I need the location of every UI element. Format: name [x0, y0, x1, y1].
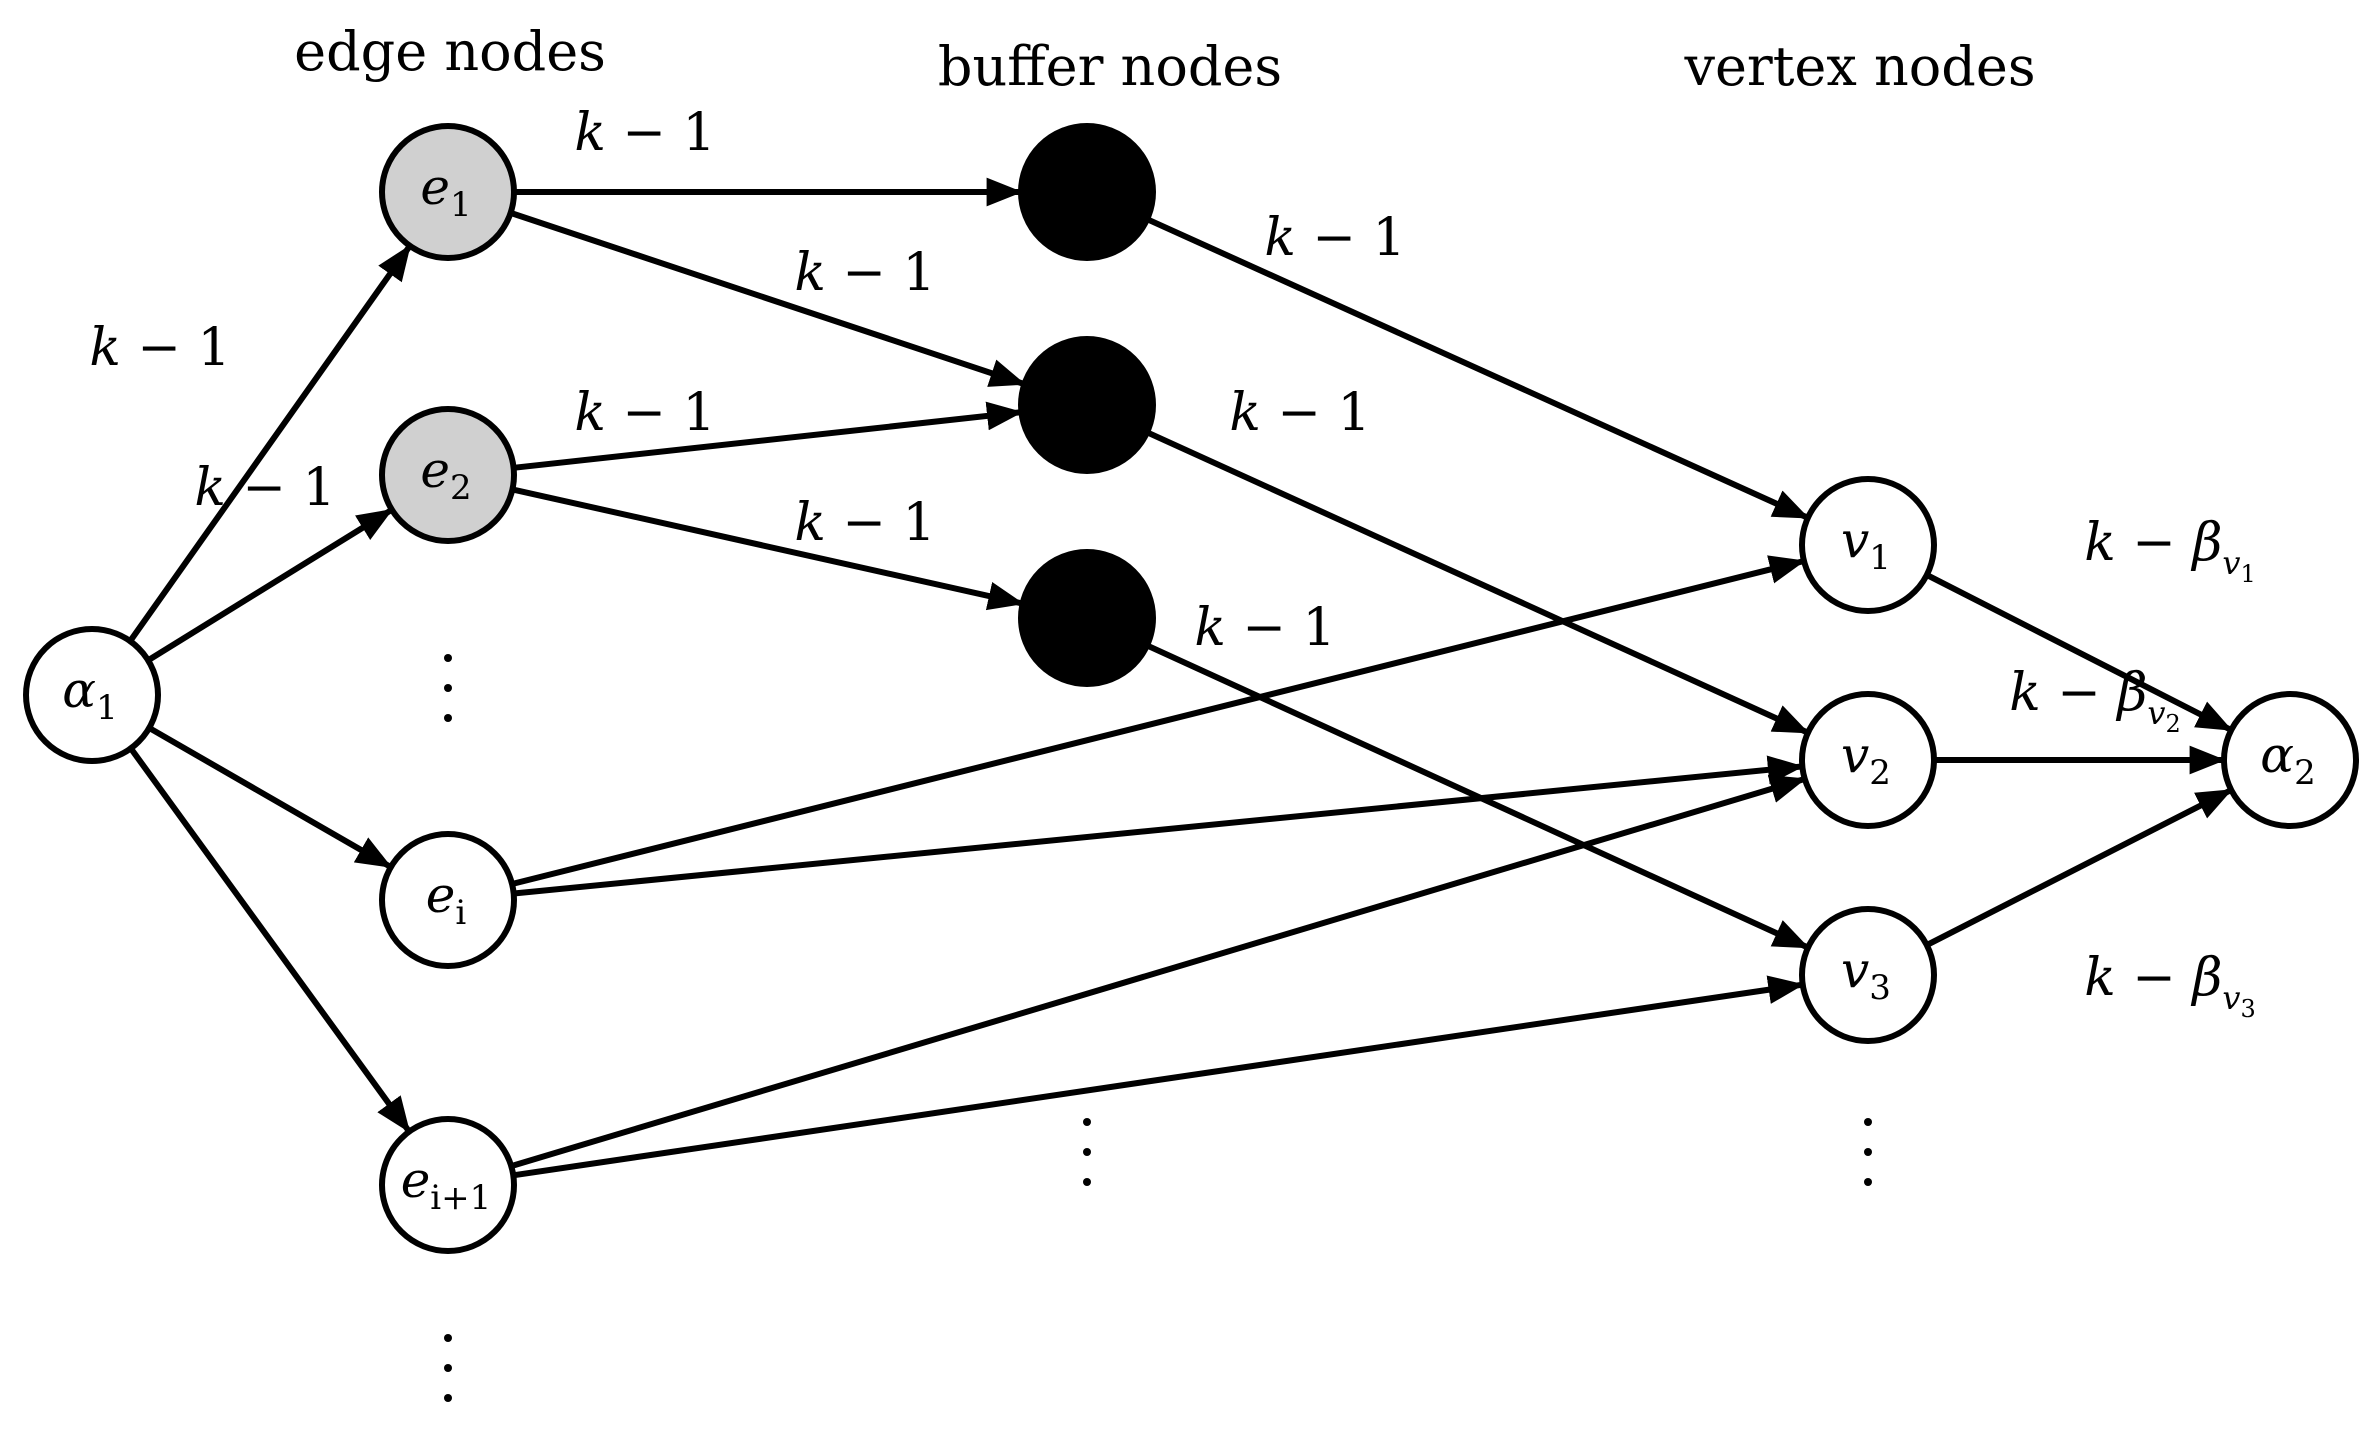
vertex-nodes-ellipsis: [1864, 1118, 1872, 1186]
edge-alpha1-to-ei: [147, 725, 393, 869]
node-e2-label: e2: [420, 441, 471, 508]
edge-label-e2-to-b3: k − 1: [794, 493, 935, 553]
edge-label-b1-to-v1: k − 1: [1264, 208, 1405, 268]
edge-label-v1-to-alpha2: k − βv1: [2084, 513, 2256, 588]
edge-label-v2-to-alpha2: k − βv2: [2009, 663, 2181, 738]
edge-label-e2-to-b2: k − 1: [574, 383, 715, 443]
node-ei-label: ei: [426, 866, 467, 933]
edge-label-b3-to-v3: k − 1: [1194, 598, 1335, 658]
edge-e2-to-b3: [511, 486, 1025, 611]
vertex-nodes-header: vertex nodes: [1683, 35, 2035, 98]
node-alpha1: α1: [23, 626, 161, 764]
edge-v3-to-alpha2: [1925, 788, 2233, 948]
node-v2: v2: [1799, 691, 1937, 829]
edge-ei-to-v1: [511, 555, 1806, 887]
edge-labels-layer: k − 1 k − 1 k − 1 k − 1 k − 1 k − 1 k − 1 k − 1…: [89, 103, 2255, 1023]
node-v1-circle: [1799, 476, 1937, 614]
edge-ei-to-v2: [513, 755, 1804, 897]
node-e2: e2: [379, 406, 517, 544]
edge-b2-to-v2: [1145, 429, 1810, 735]
node-b1: [1018, 123, 1156, 261]
edge-e1-to-b2: [509, 210, 1026, 387]
edge-alpha1-to-ei1: [128, 746, 411, 1133]
node-v3-circle: [1799, 906, 1937, 1044]
edge-label-b2-to-v2: k − 1: [1229, 383, 1370, 443]
node-v1: v1: [1799, 476, 1937, 614]
edge-nodes-ellipsis-upper: [444, 654, 452, 722]
edge-label-alpha1-to-e1: k − 1: [89, 318, 230, 378]
node-v3: v3: [1799, 906, 1937, 1044]
node-e1-label: e1: [420, 158, 471, 225]
node-b2: [1018, 336, 1156, 474]
edge-e2-to-b2: [513, 401, 1023, 471]
edge-label-e1-to-b2: k − 1: [794, 243, 935, 303]
node-alpha2: α2: [2221, 691, 2359, 829]
node-v2-circle: [1799, 691, 1937, 829]
node-ei-circle: [379, 831, 517, 969]
edges-layer: [127, 177, 2233, 1179]
node-ei: ei: [379, 831, 517, 969]
node-ei1-circle: [379, 1116, 517, 1254]
node-v3-label: v3: [1841, 941, 1891, 1008]
node-e2-circle: [379, 406, 517, 544]
node-b3: [1018, 549, 1156, 687]
node-alpha2-circle: [2221, 691, 2359, 829]
node-b1-circle: [1018, 123, 1156, 261]
edge-alpha1-to-e2: [146, 508, 394, 663]
node-v1-label: v1: [1841, 511, 1891, 578]
edge-v1-to-alpha2: [1925, 572, 2233, 732]
edge-label-e1-to-b1: k − 1: [574, 103, 715, 163]
node-alpha2-label: α2: [2260, 726, 2315, 793]
edge-nodes-header: edge nodes: [294, 20, 606, 83]
node-alpha1-label: α1: [62, 661, 117, 728]
edge-ei1-to-v2: [510, 774, 1807, 1169]
node-e1: e1: [379, 123, 517, 261]
node-e1-circle: [379, 123, 517, 261]
node-ei1: ei+1: [379, 1116, 517, 1254]
nodes-layer: α1 e1 e2 ei ei+1 v1 v2 v3 α2: [23, 123, 2359, 1254]
buffer-nodes-header: buffer nodes: [938, 35, 1282, 98]
edge-alpha1-to-e1: [127, 244, 412, 643]
node-b2-circle: [1018, 336, 1156, 474]
buffer-nodes-ellipsis: [1083, 1118, 1091, 1186]
edge-ei1-to-v3: [512, 975, 1805, 1179]
node-alpha1-circle: [23, 626, 161, 764]
edge-b1-to-v1: [1145, 216, 1810, 520]
node-ei1-label: ei+1: [401, 1151, 492, 1218]
edge-nodes-ellipsis-lower: [444, 1334, 452, 1402]
edge-label-alpha1-to-e2: k − 1: [194, 458, 335, 518]
node-b3-circle: [1018, 549, 1156, 687]
node-v2-label: v2: [1841, 726, 1891, 793]
edge-label-v3-to-alpha2: k − βv3: [2084, 948, 2256, 1023]
